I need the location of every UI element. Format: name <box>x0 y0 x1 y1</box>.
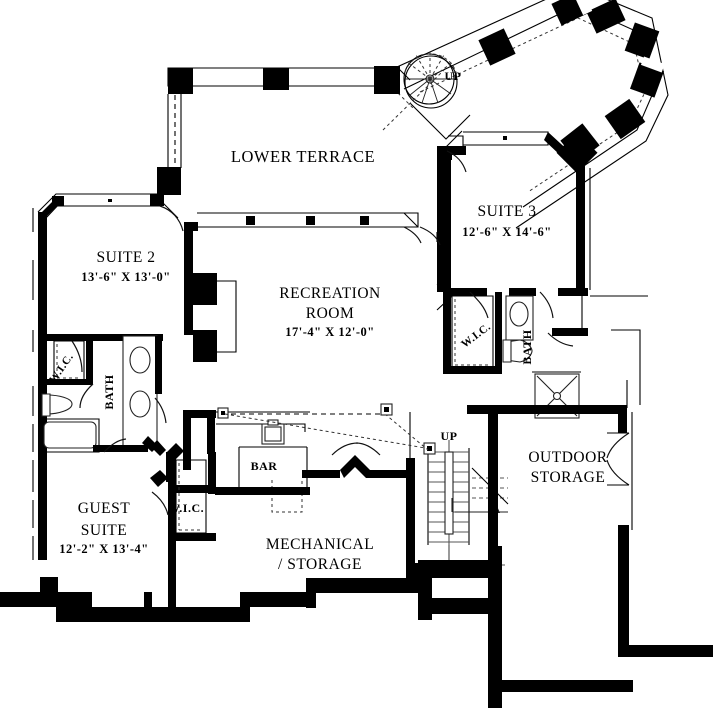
wic-guest-label: W.I.C. <box>168 501 204 515</box>
outdoor-storage-line2: STORAGE <box>531 469 606 486</box>
suite-3-label: SUITE 3 <box>477 203 536 220</box>
bar-area: BAR <box>183 407 388 513</box>
double-vanity-suite2 <box>122 335 158 449</box>
suite-3-walls <box>442 130 598 296</box>
porch-column <box>586 0 626 34</box>
main-staircase: UP <box>224 403 509 708</box>
suite-3-dimensions: 12'-6" X 14'-6" <box>462 225 551 239</box>
lower-terrace-area <box>157 66 422 244</box>
terrace-column <box>168 68 193 94</box>
porch-column <box>629 62 665 98</box>
recreation-room-label-1: RECREATION <box>279 285 380 302</box>
sink-basin <box>129 390 151 418</box>
recreation-room-label-2: ROOM <box>306 305 355 322</box>
up-stair-label: UP <box>441 429 458 443</box>
porch-column <box>551 0 591 26</box>
terrace-column <box>157 167 181 195</box>
foundation-final <box>0 560 480 640</box>
room-labels: LOWER TERRACE SUITE 2 13'-6" X 13'-0" SU… <box>59 69 551 573</box>
porch-column <box>556 132 598 174</box>
mechanical-storage-label-2: / STORAGE <box>278 556 362 573</box>
bath-suite2-label: BATH <box>102 374 116 409</box>
suite-2-label: SUITE 2 <box>96 249 155 266</box>
suite-2-bath-group: W.I.C. BATH <box>32 334 167 456</box>
toilet-suite2 <box>46 394 73 415</box>
sink-basin <box>509 301 529 327</box>
outdoor-storage-line1: OUTDOOR <box>528 449 607 466</box>
tub-suite2 <box>43 421 97 449</box>
sink-basin <box>129 346 151 374</box>
guest-suite-label-2: SUITE <box>81 522 127 539</box>
outdoor-storage-area: OUTDOOR STORAGE <box>467 295 713 692</box>
toilet-suite3 <box>505 339 533 363</box>
bar-label: BAR <box>251 459 278 473</box>
guest-wic-group: W.I.C. <box>150 443 216 613</box>
porch-column <box>604 98 646 140</box>
bath-suite3-label: BATH <box>520 329 534 364</box>
terrace-column <box>374 66 400 94</box>
terrace-column <box>263 68 289 90</box>
guest-suite-dimensions: 12'-2" X 13'-4" <box>59 542 148 556</box>
porch-column <box>478 28 516 66</box>
porch-column <box>624 22 660 60</box>
up-spiral-label: UP <box>445 69 462 83</box>
spiral-staircase <box>380 52 471 140</box>
suite-2-dimensions: 13'-6" X 13'-0" <box>81 270 170 284</box>
lower-terrace-label: LOWER TERRACE <box>231 147 375 166</box>
guest-suite-label-1: GUEST <box>78 500 130 517</box>
recreation-room-dimensions: 17'-4" X 12'-0" <box>285 325 374 339</box>
mechanical-storage-label-1: MECHANICAL <box>266 536 374 553</box>
